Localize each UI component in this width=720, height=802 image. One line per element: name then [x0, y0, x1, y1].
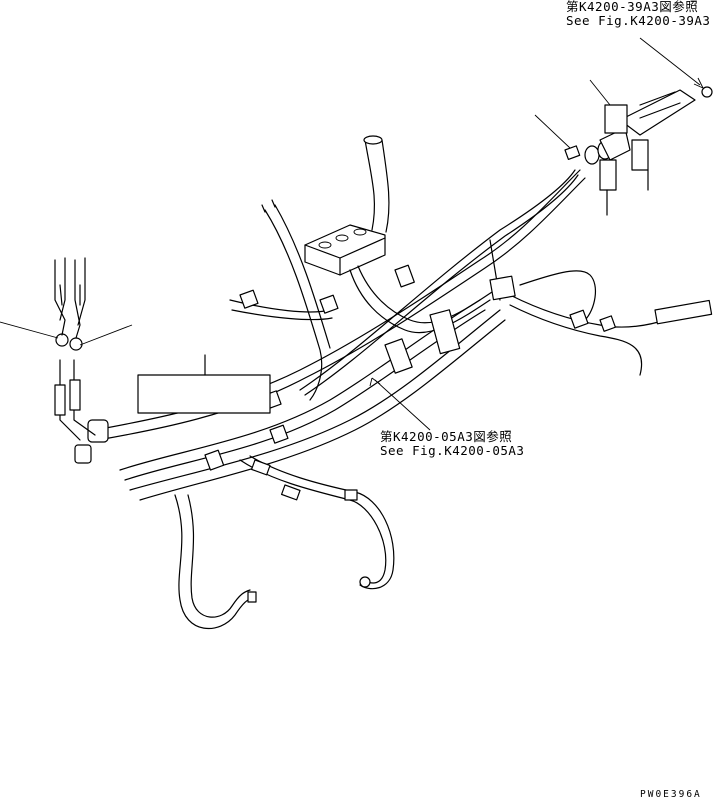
reference-mid: 第K4200-05A3図参照 See Fig.K4200-05A3 [380, 430, 524, 458]
center-cables [229, 204, 493, 401]
right-side-cables [489, 239, 713, 376]
harness-clamps [204, 264, 616, 501]
ground-cable [239, 455, 395, 590]
upper-right-cable [299, 169, 579, 396]
reference-mid-en: See Fig.K4200-05A3 [380, 443, 525, 458]
cable-terminals [247, 199, 371, 603]
hanging-loop-cable [174, 494, 253, 630]
left-connector-cluster [54, 257, 109, 464]
reference-mid-jp: 第K4200-05A3図参照 [380, 429, 513, 444]
leader-lines [0, 37, 704, 431]
grommet-block [304, 224, 386, 276]
label-flags [137, 104, 649, 414]
reference-top: 第K4200-39A3図参照 See Fig.K4200-39A3 [566, 0, 710, 28]
upper-right-connector [564, 86, 713, 165]
reference-top-jp: 第K4200-39A3図参照 [566, 0, 699, 14]
upper-hose [363, 135, 390, 233]
reference-top-en: See Fig.K4200-39A3 [566, 13, 711, 28]
drawing-code: PW0E396A [640, 789, 702, 800]
